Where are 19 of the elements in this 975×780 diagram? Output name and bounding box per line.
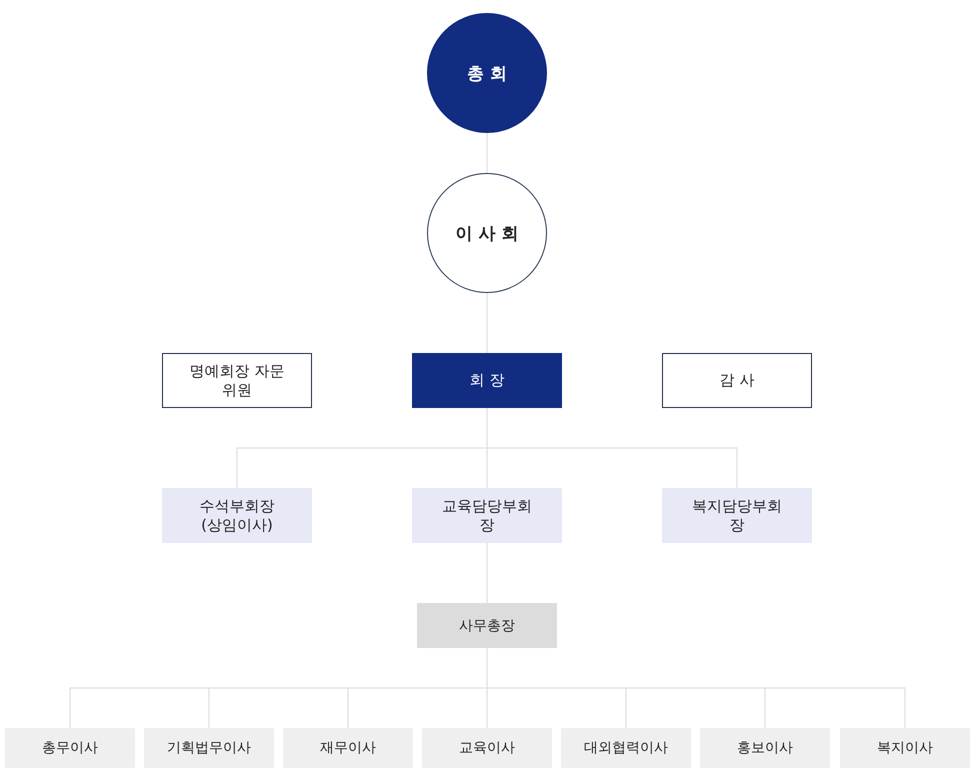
connector-line <box>486 292 488 354</box>
director-box: 교육이사 <box>422 728 552 768</box>
connector-line <box>486 132 488 174</box>
position-box: 교육담당부회장 <box>412 488 562 543</box>
outlined-box: 감 사 <box>662 353 812 408</box>
director-box: 재무이사 <box>283 728 413 768</box>
director-box: 홍보이사 <box>700 728 830 768</box>
position-box: 복지담당부회장 <box>662 488 812 543</box>
filled-box: 회 장 <box>412 353 562 408</box>
position-box: 사무총장 <box>417 603 557 648</box>
circle-node: 총 회 <box>427 13 547 133</box>
connector-line <box>486 542 488 604</box>
director-box: 총무이사 <box>5 728 135 768</box>
director-box: 기획법무이사 <box>144 728 274 768</box>
director-box: 대외협력이사 <box>561 728 691 768</box>
outlined-box: 명예회장 자문위원 <box>162 353 312 408</box>
position-box: 수석부회장 (상임이사) <box>162 488 312 543</box>
director-box: 복지이사 <box>840 728 970 768</box>
circle-node: 이 사 회 <box>427 173 547 293</box>
